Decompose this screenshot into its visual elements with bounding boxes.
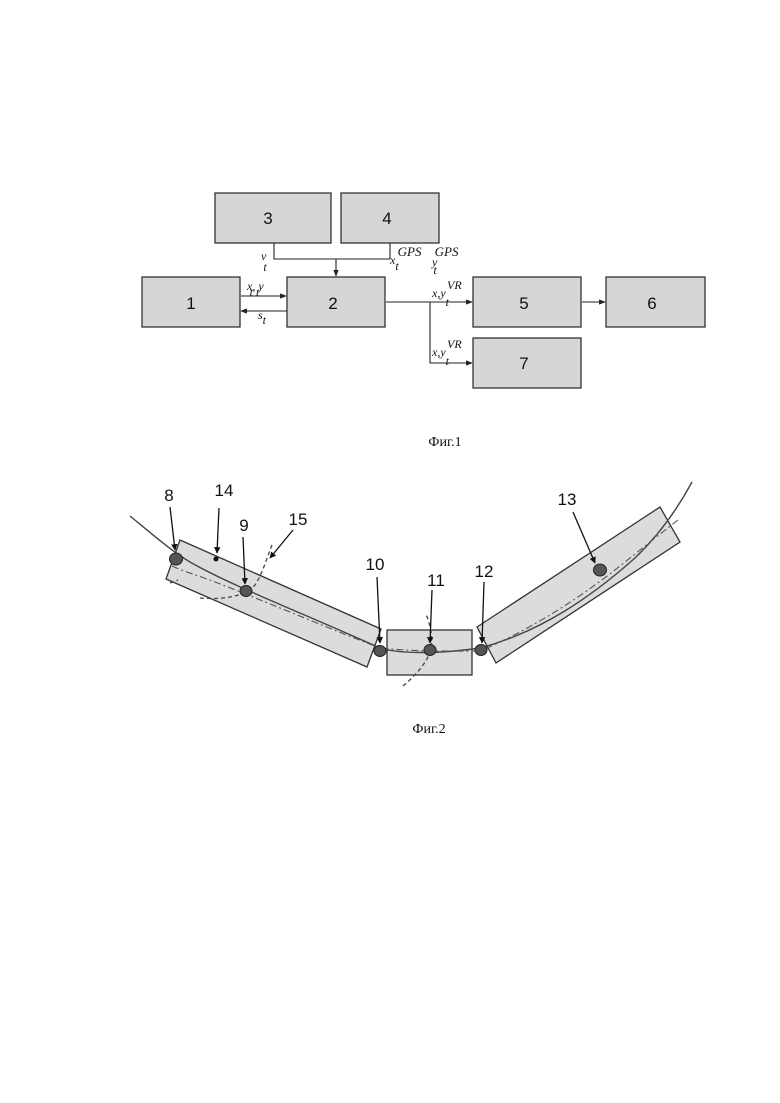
road-segment-left [166, 540, 381, 667]
block-4: 4 [341, 193, 439, 243]
figure-1-block-diagram: 3 4 1 2 5 6 7 [142, 193, 705, 450]
figure-2-route-diagram: 8 9 10 11 12 13 14 15 Фиг.2 [130, 481, 692, 737]
label-13: 13 [558, 490, 577, 509]
block-6: 6 [606, 277, 705, 327]
block-1: 1 [142, 277, 240, 327]
figure-2-caption: Фиг.2 [412, 722, 445, 737]
label-10: 10 [366, 555, 385, 574]
point-12 [475, 645, 487, 656]
block-5: 5 [473, 277, 581, 327]
signal-v: vt [261, 249, 267, 274]
block-5-label: 5 [519, 294, 528, 313]
signal-y-gps: ytGPS [431, 244, 459, 277]
signal-x-gps: xtGPS [389, 244, 422, 273]
point-13 [594, 564, 607, 576]
label-11: 11 [427, 571, 445, 590]
label-15: 15 [289, 510, 308, 529]
label-8: 8 [164, 486, 173, 505]
figure-1-caption: Фиг.1 [428, 435, 461, 450]
block-2-label: 2 [328, 294, 337, 313]
signal-xy-vr-top: x,ytVR [431, 278, 462, 309]
label-9: 9 [239, 516, 248, 535]
block-7: 7 [473, 338, 581, 388]
block-7-label: 7 [519, 354, 528, 373]
label-12: 12 [475, 562, 494, 581]
block-6-label: 6 [647, 294, 656, 313]
point-10 [374, 646, 386, 657]
point-14 [214, 557, 219, 562]
leader-8 [170, 507, 175, 550]
leader-13 [573, 512, 595, 563]
block-2: 2 [287, 277, 385, 327]
block-3: 3 [215, 193, 331, 243]
leader-15 [270, 530, 293, 558]
point-9 [240, 586, 252, 597]
point-11 [424, 645, 436, 656]
block-4-label: 4 [382, 209, 391, 228]
leader-14 [217, 508, 219, 553]
label-14: 14 [215, 481, 234, 500]
point-8 [170, 553, 183, 565]
block-1-label: 1 [186, 294, 195, 313]
block-3-label: 3 [263, 209, 272, 228]
